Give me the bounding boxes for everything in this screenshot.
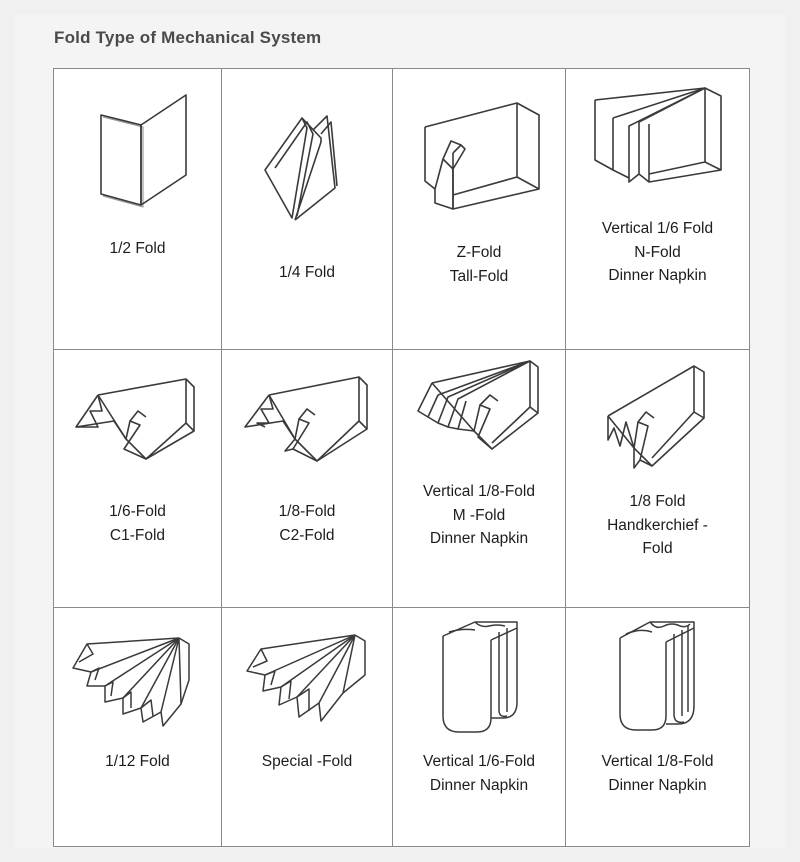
eighth-c2-fold-illustration [222,350,392,500]
cell-labels: Vertical 1/8-Fold Dinner Napkin [566,750,749,797]
cell-labels: Special -Fold [222,750,392,774]
cell-labels: 1/4 Fold [222,261,392,285]
label-line: 1/12 Fold [105,753,170,770]
label-line: Z-Fold [456,244,502,261]
label-line: Handkerchief - [607,516,708,534]
label-line: Vertical 1/6-Fold [423,753,535,770]
twelfth-fold-illustration [54,608,221,750]
quarter-fold-illustration [222,69,392,261]
label-line: 1/8-Fold [278,503,336,520]
table-cell-eighth-c2-fold[interactable]: 1/8-Fold C2-Fold [221,349,393,608]
cell-labels: Vertical 1/6-Fold Dinner Napkin [393,750,565,797]
z-fold-illustration [393,69,565,241]
cell-labels: 1/6-Fold C1-Fold [54,500,221,547]
table-cell-z-fold[interactable]: Z-Fold Tall-Fold [392,68,566,350]
half-fold-illustration [54,69,221,237]
table-row: 1/2 Fold [53,68,750,350]
table-row: 1/6-Fold C1-Fold [53,349,750,608]
table-cell-quarter-fold[interactable]: 1/4 Fold [221,68,393,350]
cell-labels: Z-Fold Tall-Fold [393,241,565,288]
label-line: Dinner Napkin [429,776,529,794]
label-line: Fold [642,540,673,558]
table-cell-vertical-eighth-m-fold[interactable]: Vertical 1/8-Fold M -Fold Dinner Napkin [392,349,566,608]
vertical-eighth-dinner-napkin-illustration [566,608,749,750]
label-line: Vertical 1/8-Fold [423,483,535,500]
label-line: Dinner Napkin [608,267,707,285]
label-line: Vertical 1/8-Fold [601,753,714,770]
cell-labels: Vertical 1/8-Fold M -Fold Dinner Napkin [393,480,565,551]
cell-labels: Vertical 1/6 Fold N-Fold Dinner Napkin [566,217,749,288]
eighth-handkerchief-fold-illustration [566,350,749,490]
label-line: N-Fold [634,243,681,261]
page-title: Fold Type of Mechanical System [54,28,322,47]
cell-labels: 1/8 Fold Handkerchief - Fold [566,490,749,561]
label-line: C1-Fold [109,526,166,544]
label-line: 1/6-Fold [109,503,166,520]
table-cell-twelfth-fold[interactable]: 1/12 Fold [53,607,222,847]
fold-type-table: 1/2 Fold [53,68,750,847]
table-row: 1/12 Fold [53,607,750,847]
table-cell-eighth-handkerchief-fold[interactable]: 1/8 Fold Handkerchief - Fold [565,349,750,608]
label-line: C2-Fold [279,526,335,544]
label-line: 1/4 Fold [278,264,335,281]
label-line: Tall-Fold [449,267,509,285]
label-line: Vertical 1/6 Fold [601,220,714,237]
table-cell-vertical-sixth-fold[interactable]: Vertical 1/6 Fold N-Fold Dinner Napkin [565,68,750,350]
table-cell-half-fold[interactable]: 1/2 Fold [53,68,222,350]
label-line: Dinner Napkin [429,530,529,548]
cell-labels: 1/8-Fold C2-Fold [222,500,392,547]
label-line: Dinner Napkin [608,776,707,794]
table-cell-vertical-sixth-dinner-napkin[interactable]: Vertical 1/6-Fold Dinner Napkin [392,607,566,847]
label-line: M -Fold [452,506,506,524]
label-line: 1/8 Fold [629,493,686,510]
vertical-sixth-dinner-napkin-illustration [393,608,565,750]
cell-labels: 1/12 Fold [54,750,221,774]
table-cell-special-fold[interactable]: Special -Fold [221,607,393,847]
special-fold-illustration [222,608,392,750]
vertical-eighth-m-fold-illustration [393,350,565,480]
vertical-sixth-fold-illustration [566,69,749,217]
label-line: 1/2 Fold [109,240,166,257]
cell-labels: 1/2 Fold [54,237,221,261]
table-cell-vertical-eighth-dinner-napkin[interactable]: Vertical 1/8-Fold Dinner Napkin [565,607,750,847]
table-cell-sixth-c1-fold[interactable]: 1/6-Fold C1-Fold [53,349,222,608]
sixth-c1-fold-illustration [54,350,221,500]
label-line: Special -Fold [261,753,353,770]
